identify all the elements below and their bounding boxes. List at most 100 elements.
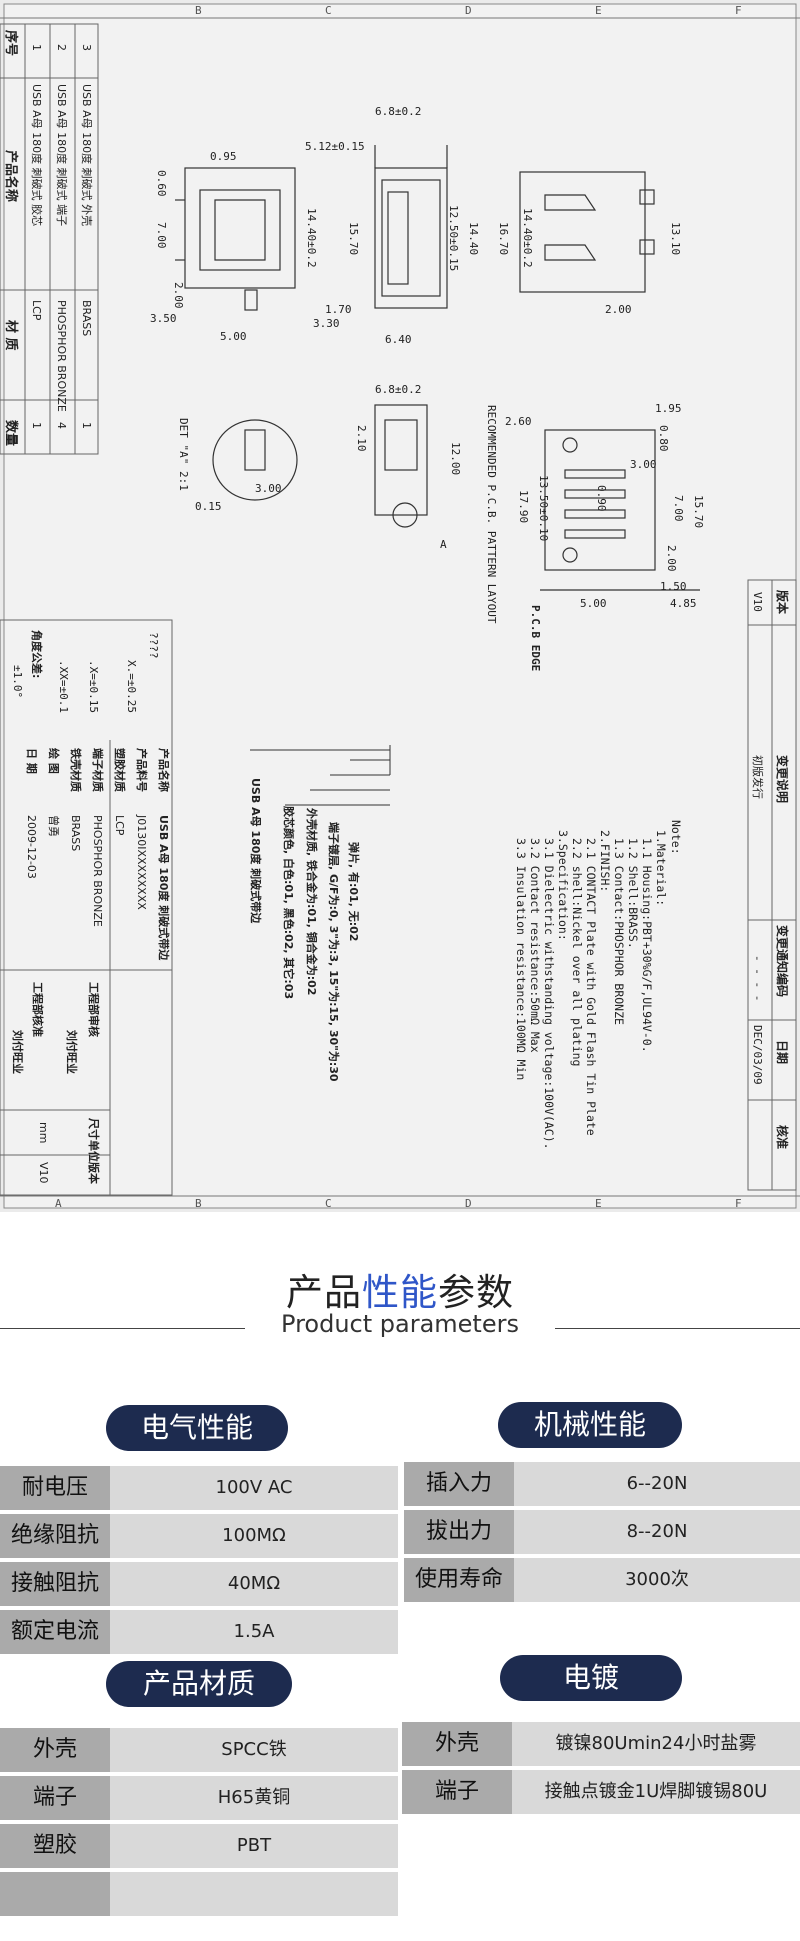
tolerance-line: X.=±0.25 — [125, 660, 138, 713]
approval-value: 刘付旺业 — [65, 1030, 79, 1074]
table-cell: 3 — [80, 44, 93, 51]
table-cell: LCP — [30, 300, 43, 321]
dimension-label: 13.50±0.10 — [537, 475, 550, 541]
legend-line: 端子镀层, G/F为:0, 3"为:3, 15"为:15, 30"为:30 — [327, 822, 341, 1082]
table-cell: 1 — [30, 422, 43, 429]
section-title-highlight: 性能 — [362, 1271, 438, 1314]
param-value: 6--20N — [514, 1462, 800, 1506]
dimension-label: A — [440, 538, 447, 551]
table-header: 材 质 — [3, 320, 19, 351]
dimension-label: 2.00 — [605, 303, 632, 316]
note-line: 2.FINISH: — [598, 830, 612, 892]
dimension-label: 1.95 — [655, 402, 682, 415]
plating-heading: 电镀 — [500, 1655, 682, 1701]
param-value: 100V AC — [110, 1466, 398, 1510]
table-row: 接触阻抗 40MΩ — [0, 1562, 398, 1606]
param-label: 使用寿命 — [404, 1558, 514, 1602]
param-label: 端子 — [402, 1770, 512, 1814]
dimension-label: 6.8±0.2 — [375, 383, 421, 396]
dimension-label: 14.40±0.2 — [305, 208, 318, 268]
param-value: H65黄铜 — [110, 1776, 398, 1820]
revision-header: 版本 — [775, 590, 790, 614]
revision-value: V10 — [751, 592, 764, 612]
unit-label: 版本 — [87, 1162, 101, 1184]
table-header: 序号 — [3, 30, 19, 56]
approval-value: 刘付旺业 — [11, 1030, 25, 1074]
param-label: 拔出力 — [404, 1510, 514, 1554]
dimension-label: DET "A" 2:1 — [177, 418, 190, 491]
dimension-label: 1.50 — [660, 580, 687, 593]
param-value: 接触点镀金1U焊脚镀锡80U — [512, 1770, 800, 1814]
dimension-label: 7.00 — [155, 222, 168, 249]
dimension-label: 13.10 — [669, 222, 682, 255]
grid-label: F — [735, 4, 742, 17]
param-value: SPCC铁 — [110, 1728, 398, 1772]
legend-line: 弹片, 有:01, 无:02 — [347, 842, 361, 941]
dimension-label: 3.50 — [150, 312, 177, 325]
param-label: 塑胶 — [0, 1824, 110, 1868]
table-header: 数量 — [3, 420, 19, 446]
param-value: 镀镍80Umin24小时盐雾 — [512, 1722, 800, 1766]
pcb-edge-label: P.C.B EDGE — [529, 605, 542, 671]
table-row: 耐电压 100V AC — [0, 1466, 398, 1510]
note-line: 3.1 Dielectric withstanding voltage:100V… — [542, 838, 556, 1150]
dimension-label: 16.70 — [497, 222, 510, 255]
title-block-value: BRASS — [69, 815, 82, 851]
param-label: 额定电流 — [0, 1610, 110, 1654]
param-label: 插入力 — [404, 1462, 514, 1506]
tolerance-line: ???? — [147, 632, 160, 659]
param-value: 8--20N — [514, 1510, 800, 1554]
note-line: 3.3 Insulation resistance:100MΩ Min — [514, 838, 528, 1080]
table-header: 产品名称 — [3, 150, 19, 202]
note-line: 3.2 Contact resistance:50mΩ Max — [528, 838, 542, 1053]
revision-value: 初版发行 — [751, 755, 765, 799]
unit-label: 尺寸单位 — [87, 1118, 101, 1162]
title-block-label: 端子材质 — [91, 748, 105, 792]
unit-value: V10 — [37, 1162, 50, 1184]
revision-header: 核准 — [775, 1125, 790, 1149]
connector-views — [175, 145, 700, 591]
tolerance-line: 角度公差: — [30, 630, 44, 678]
note-line: 2.1 CONTACT Plate with Gold Flash Tin Pl… — [584, 838, 598, 1136]
note-line: 1.2 Shell:BRASS. — [626, 838, 640, 949]
dimension-label: 12.00 — [449, 442, 462, 475]
grid-label: F — [735, 1197, 742, 1210]
legend-line: USB A母 180度 刺破式带边 — [249, 778, 263, 924]
title-block: ???? X.=±0.25 .X=±0.15 .XX=±0.1 角度公差: ±1… — [0, 619, 173, 1196]
table-row: 外壳 镀镍80Umin24小时盐雾 — [402, 1722, 800, 1766]
dimension-label: 3.30 — [313, 317, 340, 330]
dimension-label: 17.90 — [517, 490, 530, 523]
param-label: 外壳 — [0, 1728, 110, 1772]
tolerance-line: .X=±0.15 — [87, 660, 100, 713]
table-cell: BRASS — [80, 300, 93, 336]
dimension-label: 14.40±0.2 — [521, 208, 534, 268]
grid-label: E — [595, 1197, 602, 1210]
table-row: 拔出力 8--20N — [404, 1510, 800, 1554]
revision-header: 变更说明 — [775, 755, 790, 803]
param-value — [110, 1872, 398, 1916]
table-row: 额定电流 1.5A — [0, 1610, 398, 1654]
title-block-label: 日 期 — [25, 748, 39, 774]
tolerance-line: ±1.0° — [11, 665, 24, 698]
title-block-value: J0130IXXXXXXXX — [135, 814, 148, 910]
note-line: 1.1 Housing:PBT+30%G/F,UL94V-0. — [640, 838, 654, 1053]
table-cell: USB A母 180度 刺破式 端子 — [55, 84, 69, 226]
title-block-label: 铁壳材质 — [69, 748, 83, 792]
dimension-label: 12.50±0.15 — [447, 205, 460, 271]
dimension-label: 5.12±0.15 — [305, 140, 365, 153]
title-block-value: 曾勇 — [47, 815, 61, 837]
param-label: 绝缘阻抗 — [0, 1514, 110, 1558]
revision-block: 版本 变更说明 变更通知编码 日期 核准 V10 初版发行 - - - - DE… — [747, 579, 797, 1191]
dimension-label: 0.95 — [210, 150, 237, 163]
table-row: 塑胶 PBT — [0, 1824, 398, 1868]
grid-label: B — [195, 4, 202, 17]
dimension-label: 0.15 — [195, 500, 222, 513]
table-row: 使用寿命 3000次 — [404, 1558, 800, 1602]
dimension-label: 0.80 — [657, 425, 670, 452]
grid-label: D — [465, 1197, 472, 1210]
grid-label: D — [465, 4, 472, 17]
note-line: 3.Specification: — [556, 830, 570, 941]
note-line: Note: — [669, 820, 683, 855]
revision-value: - - - - — [751, 955, 764, 1001]
table-row: 端子 接触点镀金1U焊脚镀锡80U — [402, 1770, 800, 1814]
